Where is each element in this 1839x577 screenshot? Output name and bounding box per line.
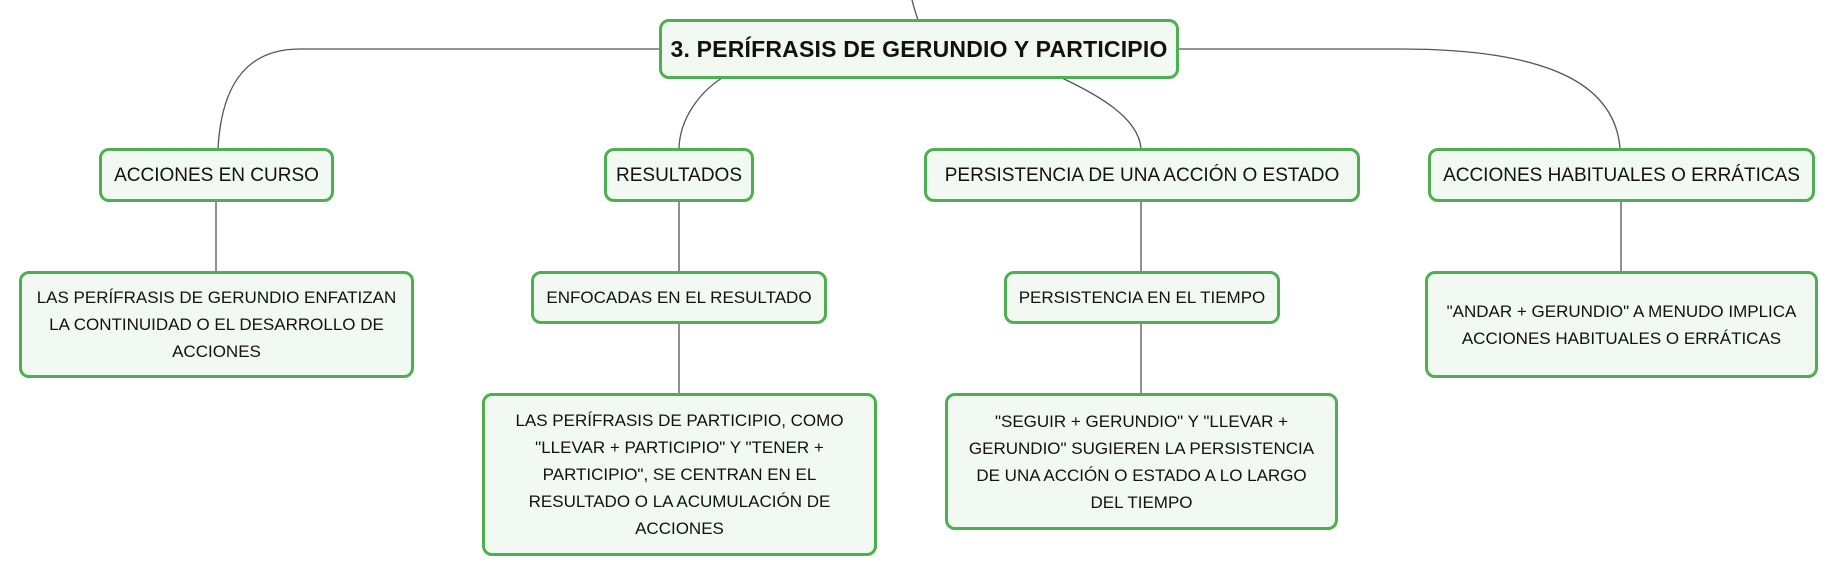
branch-label: ACCIONES HABITUALES O ERRÁTICAS [1443, 164, 1800, 186]
leaf-label: ENFOCADAS EN EL RESULTADO [546, 288, 812, 307]
branch-label: RESULTADOS [616, 164, 742, 186]
root-label: 3. PERÍFRASIS DE GERUNDIO Y PARTICIPIO [670, 35, 1168, 62]
connector-parent-to-root [911, 0, 919, 21]
branch-label: PERSISTENCIA DE UNA ACCIÓN O ESTADO [944, 164, 1340, 186]
branch-node-acciones-en-curso[interactable]: ACCIONES EN CURSO [99, 148, 334, 202]
root-node[interactable]: 3. PERÍFRASIS DE GERUNDIO Y PARTICIPIO [659, 19, 1179, 79]
branch-node-acciones-habituales[interactable]: ACCIONES HABITUALES O ERRÁTICAS [1428, 148, 1815, 202]
leaf-node-participio-resultado[interactable]: LAS PERÍFRASIS DE PARTICIPIO, COMO "LLEV… [482, 393, 877, 556]
leaf-node-andar-gerundio[interactable]: "ANDAR + GERUNDIO" A MENUDO IMPLICA ACCI… [1425, 271, 1818, 378]
connector-root-to-acciones-en-curso [217, 48, 660, 149]
leaf-node-gerundio-continuidad[interactable]: LAS PERÍFRASIS DE GERUNDIO ENFATIZAN LA … [19, 271, 414, 378]
leaf-label: "SEGUIR + GERUNDIO" Y "LLEVAR + GERUNDIO… [968, 411, 1315, 512]
connector-root-to-resultados [678, 77, 723, 149]
connector-root-to-persistencia [1061, 77, 1142, 149]
leaf-node-persistencia-tiempo[interactable]: PERSISTENCIA EN EL TIEMPO [1004, 271, 1280, 324]
leaf-label: "ANDAR + GERUNDIO" A MENUDO IMPLICA ACCI… [1446, 301, 1797, 348]
branch-node-resultados[interactable]: RESULTADOS [604, 148, 754, 202]
leaf-label: LAS PERÍFRASIS DE PARTICIPIO, COMO "LLEV… [515, 411, 844, 538]
branch-node-persistencia[interactable]: PERSISTENCIA DE UNA ACCIÓN O ESTADO [924, 148, 1360, 202]
leaf-node-seguir-llevar-gerundio[interactable]: "SEGUIR + GERUNDIO" Y "LLEVAR + GERUNDIO… [945, 393, 1338, 530]
connector-root-to-acciones-habituales [1178, 48, 1621, 149]
leaf-label: LAS PERÍFRASIS DE GERUNDIO ENFATIZAN LA … [36, 288, 397, 361]
leaf-node-enfocadas-resultado[interactable]: ENFOCADAS EN EL RESULTADO [531, 271, 827, 324]
leaf-label: PERSISTENCIA EN EL TIEMPO [1018, 288, 1266, 307]
branch-label: ACCIONES EN CURSO [114, 164, 319, 186]
